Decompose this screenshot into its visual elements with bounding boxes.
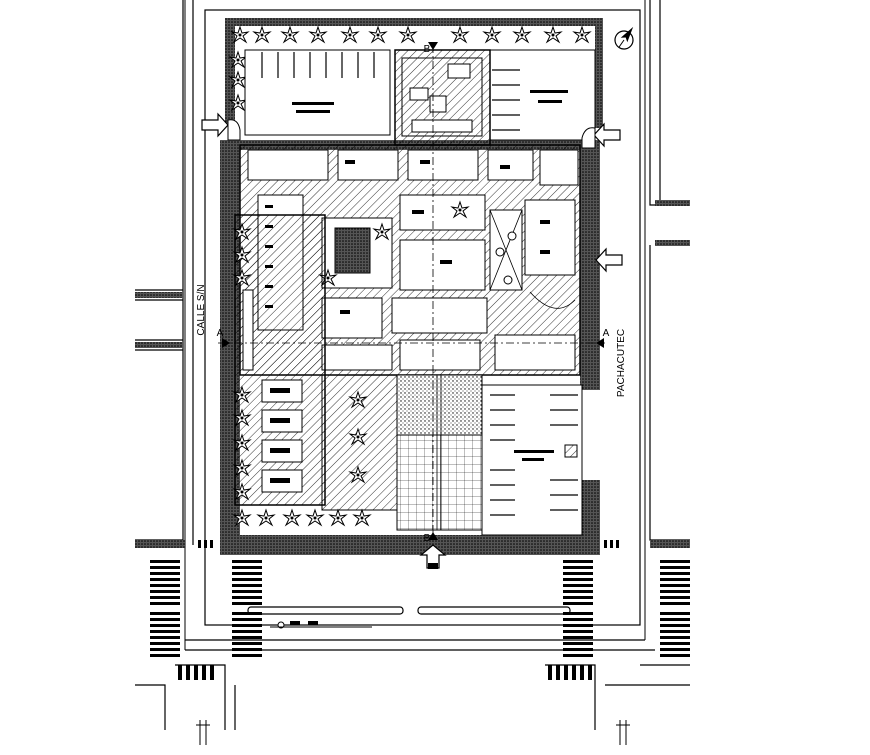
parking-top-left: [244, 49, 391, 136]
scale-bar: [270, 621, 372, 629]
street-label-left: CALLE S/N: [196, 284, 207, 335]
section-marker-a-left: A: [217, 328, 224, 339]
street-label-right: PACHACUTEC: [616, 329, 627, 397]
top-service-block: [394, 49, 491, 146]
section-marker-b-bottom: B: [424, 533, 431, 544]
plaza-west: [321, 374, 398, 511]
bottom-posts: [196, 720, 630, 745]
site-boundary: [204, 9, 641, 626]
section-marker-a-right: A: [603, 328, 610, 339]
entrance-curbs: [227, 119, 596, 149]
parking-public: [481, 384, 583, 536]
left-wing: [234, 214, 326, 506]
parking-top-right: [489, 49, 596, 141]
entrance-step: [428, 563, 438, 569]
section-arrows: [222, 42, 604, 540]
entrance-arrow-icon: [201, 112, 623, 569]
crosswalk-vertical: [178, 540, 619, 680]
plaza-grid: [396, 375, 483, 531]
section-lines: [218, 45, 605, 540]
section-marker-b-top: B: [424, 44, 431, 55]
road-medians: [247, 606, 571, 615]
north-arrow-icon: [614, 26, 634, 50]
plaza-dotted: [396, 374, 483, 436]
